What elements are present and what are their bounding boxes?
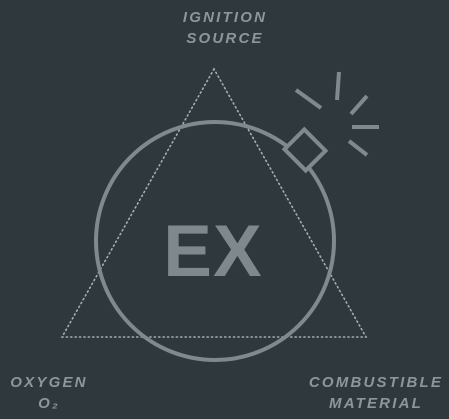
bomb-fuse-cap bbox=[281, 126, 329, 174]
combustible-line-2: MATERIAL bbox=[329, 395, 423, 412]
oxygen-label: OXYGEN O₂ bbox=[0, 372, 98, 414]
ignition-line-1: IGNITION bbox=[182, 9, 268, 26]
ignition-line-2: SOURCE bbox=[186, 30, 264, 47]
ignition-source-label: IGNITION SOURCE bbox=[130, 7, 320, 49]
combustible-line-1: COMBUSTIBLE bbox=[308, 374, 444, 391]
fire-triangle-icon bbox=[60, 67, 368, 338]
spark-icon bbox=[294, 71, 379, 157]
oxygen-line-2: O₂ bbox=[38, 395, 60, 412]
ex-symbol-text: EX bbox=[163, 211, 262, 292]
oxygen-line-1: OXYGEN bbox=[10, 374, 88, 391]
bomb-body bbox=[94, 120, 336, 362]
combustible-material-label: COMBUSTIBLE MATERIAL bbox=[303, 372, 449, 414]
